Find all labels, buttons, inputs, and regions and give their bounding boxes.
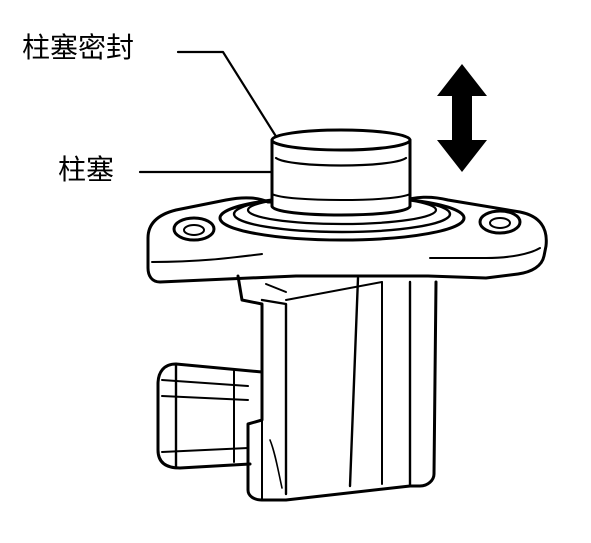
- double-arrow-vertical-icon: [437, 64, 487, 172]
- bolt-hole-right: [478, 209, 522, 235]
- plunger-cylinder: [270, 128, 412, 217]
- mounting-flange: [146, 195, 548, 284]
- label-plunger-seal: 柱塞密封: [22, 31, 135, 64]
- leader-lines: [138, 50, 279, 174]
- leader-line-plunger-seal: [176, 50, 279, 140]
- bolt-hole-left: [172, 216, 216, 242]
- electrical-connector: [156, 362, 264, 470]
- valve-body: [236, 274, 438, 502]
- label-plunger: 柱塞: [58, 153, 115, 186]
